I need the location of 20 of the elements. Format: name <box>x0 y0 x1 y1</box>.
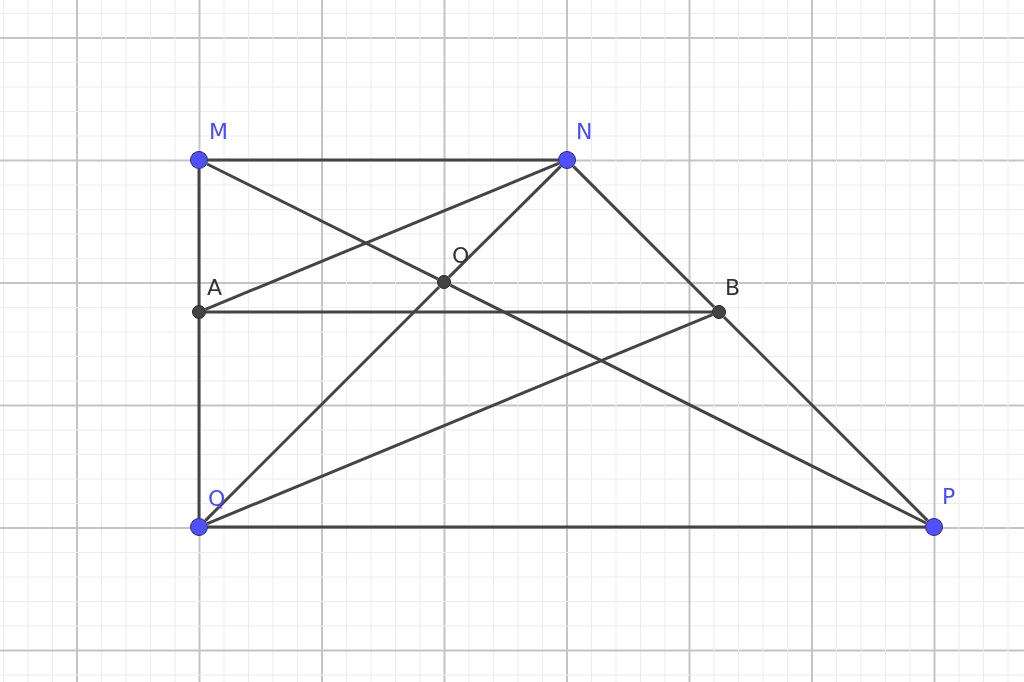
point-label: A <box>207 276 223 300</box>
line-segment <box>197 319 201 518</box>
point-label: B <box>725 276 741 300</box>
point-label: N <box>576 120 593 144</box>
line-segment <box>722 315 929 522</box>
line-segment <box>447 165 562 279</box>
point-label: O <box>452 244 470 268</box>
line-segment <box>208 525 925 529</box>
line-segment <box>197 169 201 305</box>
line-segment <box>572 165 716 309</box>
line-segment <box>204 285 441 522</box>
line-segment <box>206 310 712 314</box>
line-segment <box>208 158 558 162</box>
line-segment <box>206 313 714 525</box>
point-label: P <box>942 485 956 509</box>
line-segment <box>204 162 560 311</box>
line-segment <box>449 283 927 525</box>
line-segment <box>206 162 439 281</box>
point-label: M <box>209 120 228 144</box>
point-label: Q <box>208 487 226 511</box>
